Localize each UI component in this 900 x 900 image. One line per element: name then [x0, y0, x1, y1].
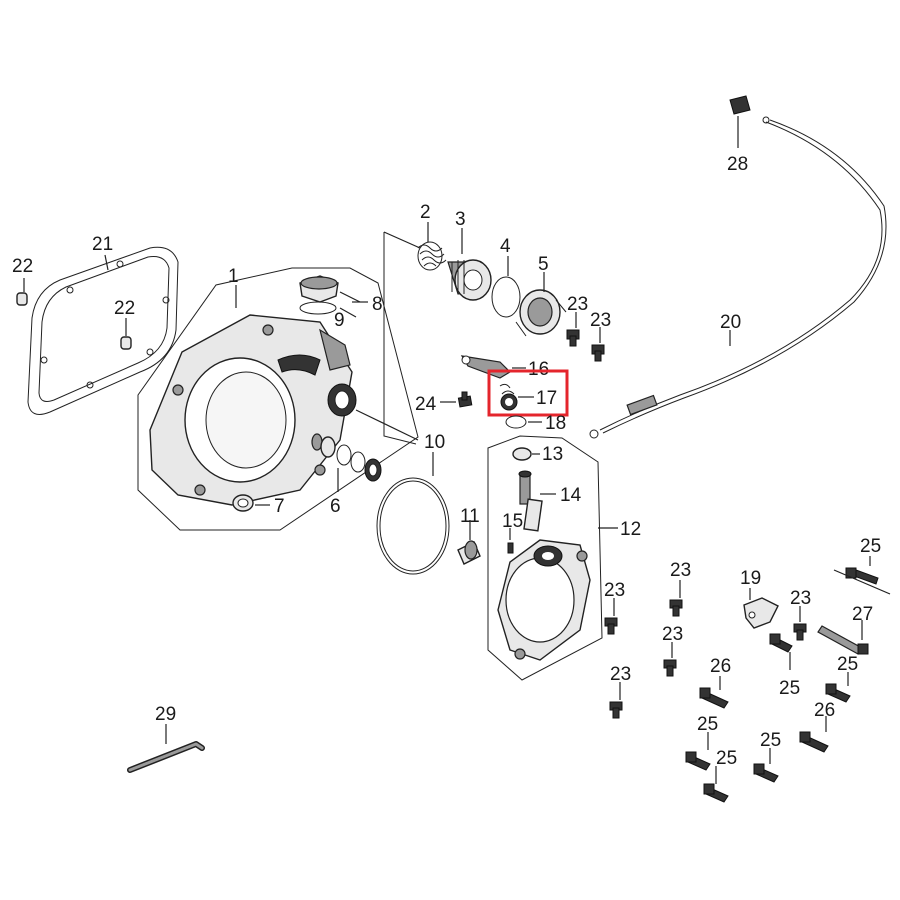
callout-26a: 26 [710, 656, 731, 677]
callout-23f: 23 [610, 664, 631, 685]
callout-23g: 23 [790, 588, 811, 609]
oil-filter-part-3 [447, 259, 492, 301]
spring-part-17 [499, 383, 518, 411]
pin-part-15 [507, 542, 514, 554]
callout-22a: 22 [12, 256, 33, 277]
callout-24: 24 [415, 394, 437, 415]
callout-18: 18 [545, 413, 566, 434]
callout-25b: 25 [779, 678, 800, 699]
callout-23a: 23 [567, 294, 588, 315]
hardware-bolts [604, 567, 879, 803]
callout-25e: 25 [760, 730, 781, 751]
callout-13: 13 [542, 444, 563, 465]
o-ring-part-10 [376, 477, 450, 575]
callout-9: 9 [334, 310, 345, 331]
clutch-cable-part-20 [589, 119, 887, 439]
callout-4: 4 [500, 236, 511, 257]
callout-23d: 23 [670, 560, 691, 581]
callout-27: 27 [852, 604, 873, 625]
bolt-part-23-upper [566, 329, 605, 362]
filter-cover-part-5 [515, 289, 567, 337]
o-ring-part-9 [299, 301, 337, 315]
callout-28: 28 [727, 154, 748, 175]
spring-part-2 [417, 241, 447, 271]
callout-2: 2 [420, 202, 431, 223]
callout-25d: 25 [697, 714, 718, 735]
bushing-part-13 [512, 447, 532, 461]
filler-cap-part-8 [299, 275, 339, 303]
bracket-filter-group [383, 232, 417, 445]
callout-6: 6 [330, 496, 341, 517]
fitting-part-11 [457, 540, 481, 565]
callout-23c: 23 [604, 580, 625, 601]
callout-17: 17 [536, 388, 557, 409]
bolt-part-24 [457, 391, 473, 408]
seals-part-6 [311, 433, 382, 482]
callout-8: 8 [372, 294, 383, 315]
callout-21: 21 [92, 234, 113, 255]
callout-25f: 25 [716, 748, 737, 769]
callout-26b: 26 [814, 700, 835, 721]
group-outline-1 [137, 267, 419, 531]
washer-part-18 [505, 415, 527, 429]
oil-seal-part-7 [232, 494, 254, 512]
callout-5: 5 [538, 254, 549, 275]
highlight-box-part-17 [487, 369, 569, 417]
shaft-part-14 [518, 470, 543, 532]
callout-3: 3 [455, 209, 466, 230]
group-outline-12 [487, 435, 603, 681]
callout-7: 7 [274, 496, 285, 517]
callout-19: 19 [740, 568, 761, 589]
dowel-pin-22 [16, 292, 132, 350]
adjuster-part-28 [729, 95, 770, 124]
o-ring-part-4 [491, 276, 521, 318]
callout-22b: 22 [114, 298, 135, 319]
callout-20: 20 [720, 312, 741, 333]
callout-12: 12 [620, 519, 641, 540]
hex-key-part-29 [127, 741, 205, 773]
callout-25c: 25 [837, 654, 858, 675]
callout-10: 10 [424, 432, 445, 453]
bracket-part-19 [743, 597, 779, 629]
callout-1: 1 [228, 266, 239, 287]
gasket-part-21 [27, 246, 179, 415]
callout-15: 15 [502, 511, 523, 532]
callout-29: 29 [155, 704, 176, 725]
callout-23e: 23 [662, 624, 683, 645]
pump-cover-part-12 [497, 539, 591, 661]
callout-25a: 25 [860, 536, 881, 557]
callout-14: 14 [560, 485, 582, 506]
callout-23b: 23 [590, 310, 611, 331]
callout-11: 11 [460, 506, 480, 527]
clutch-cover-part-1 [149, 314, 357, 506]
lever-arm-part-16 [460, 355, 511, 379]
